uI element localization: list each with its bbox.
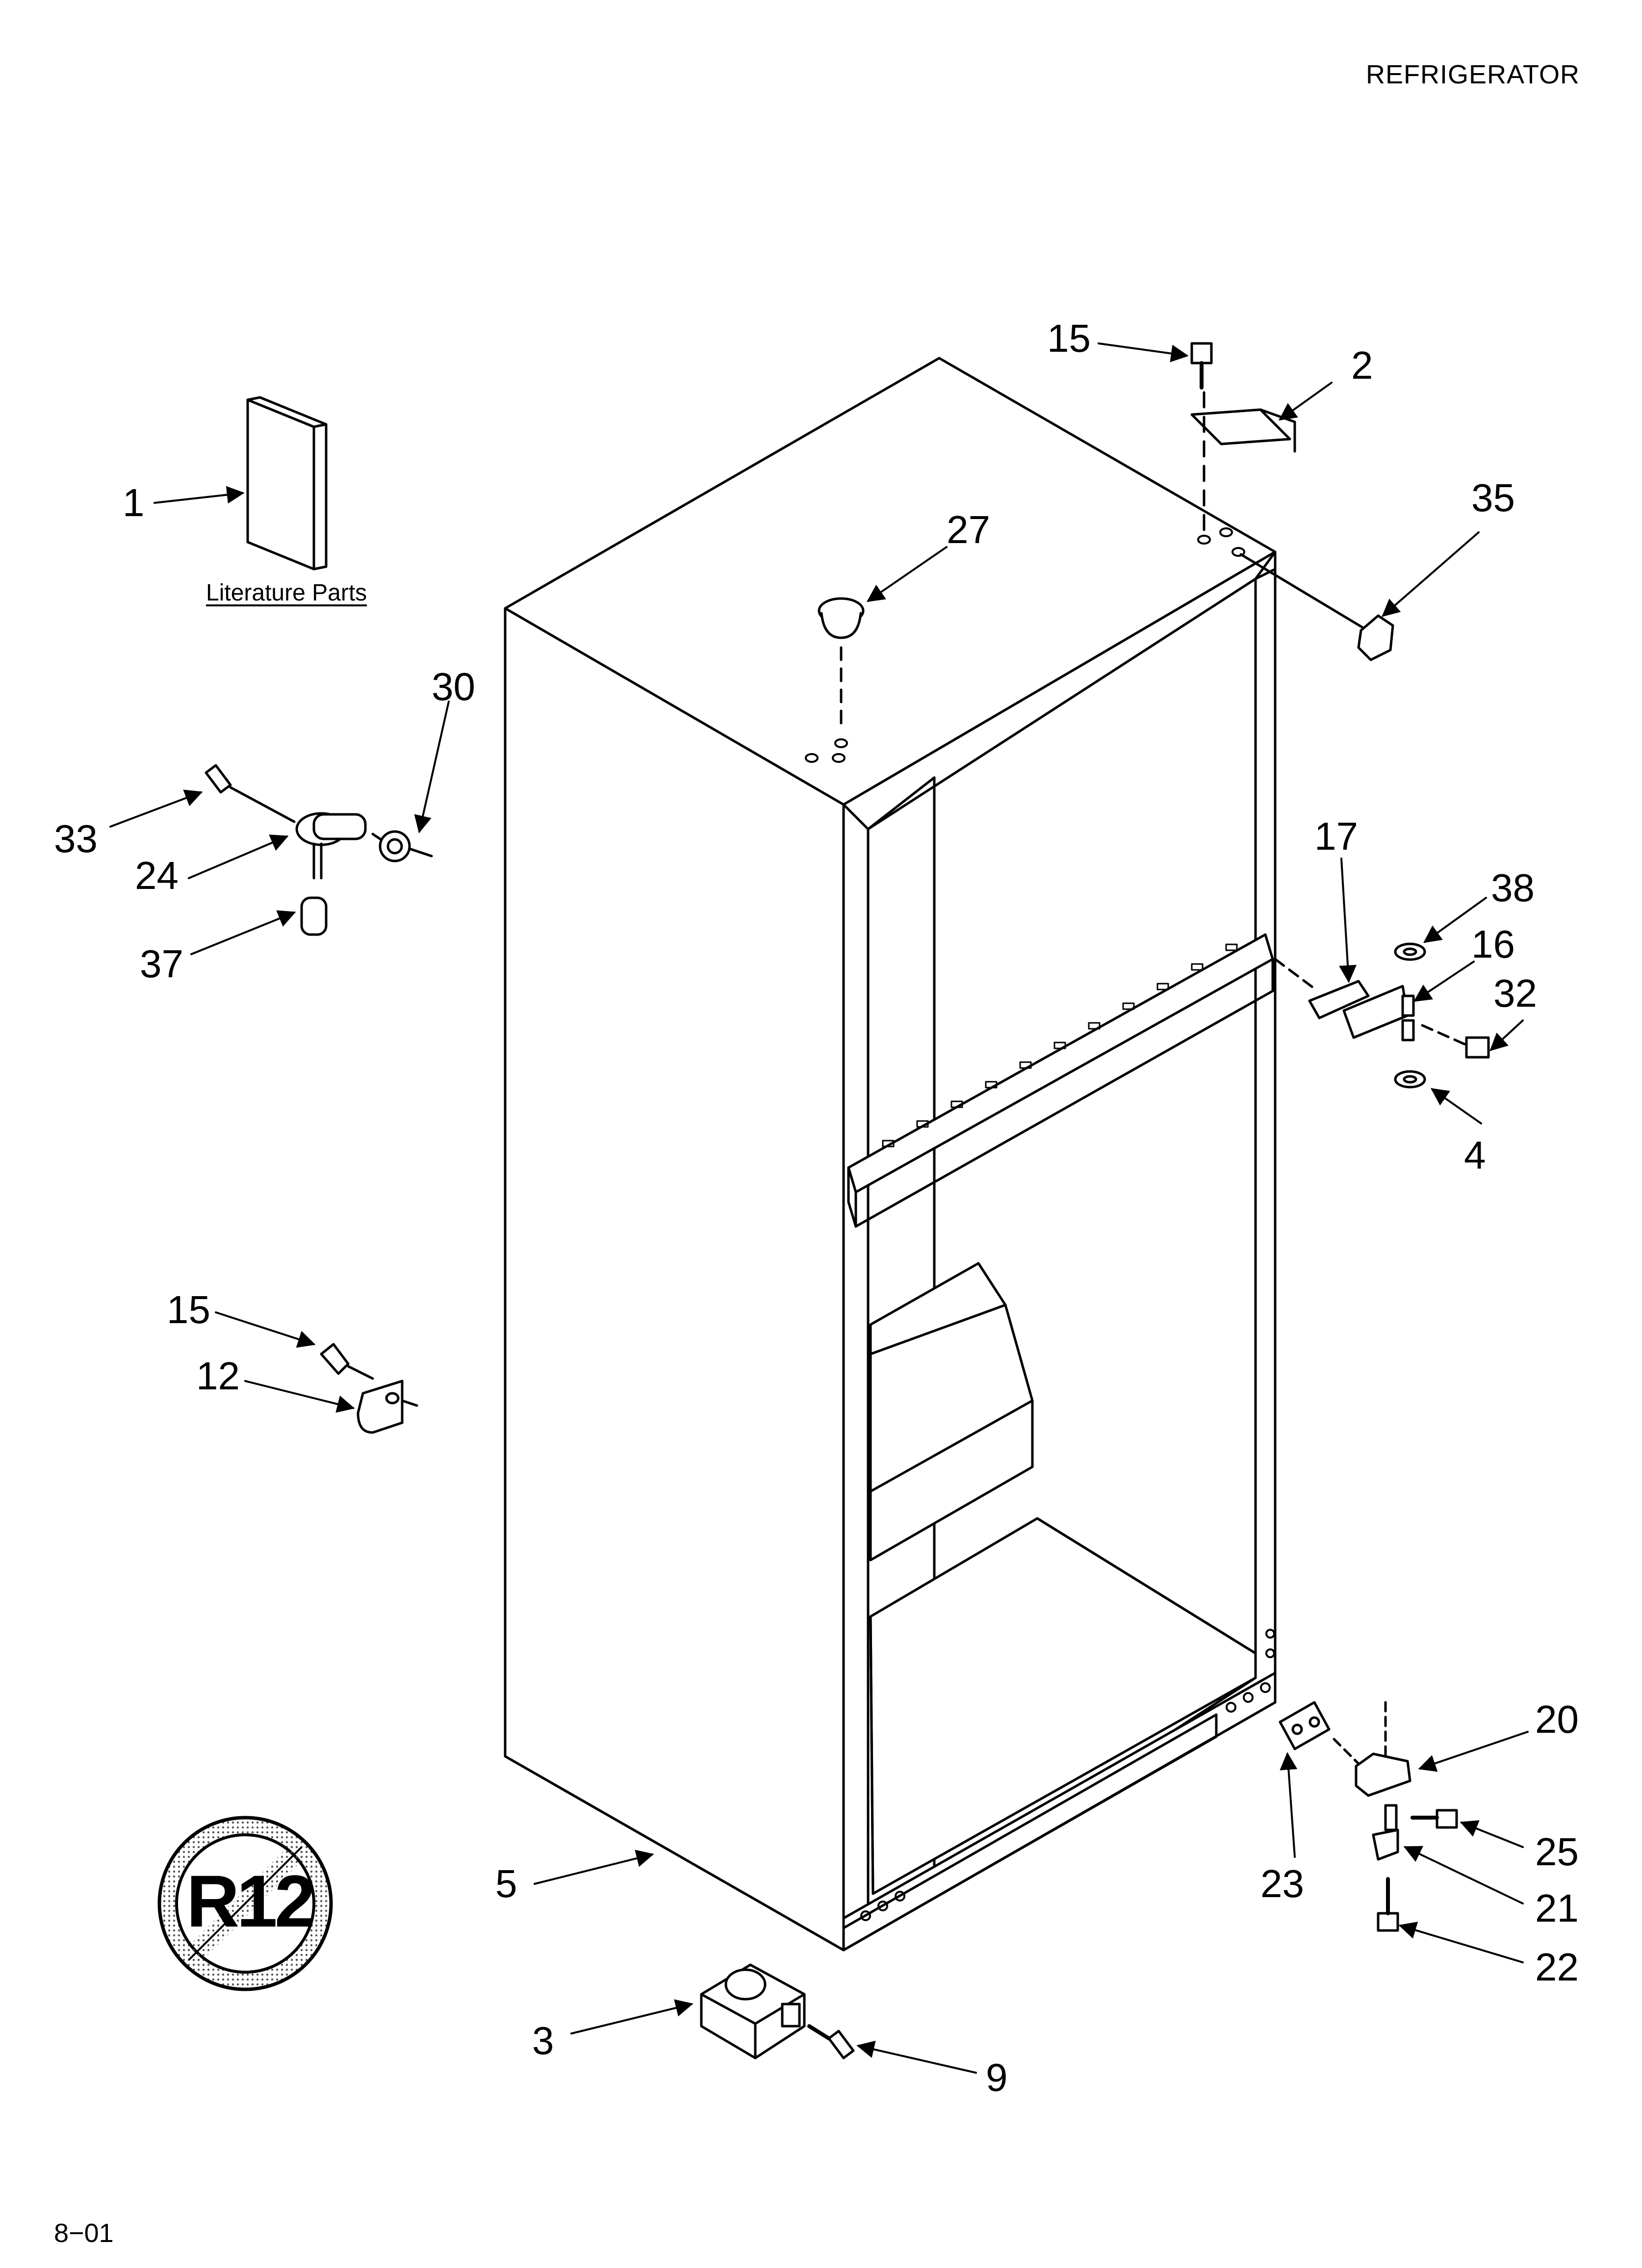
callout-15-lower: 15 bbox=[167, 1288, 210, 1331]
callout-30: 30 bbox=[432, 665, 475, 708]
left-hinge-parts bbox=[205, 764, 433, 936]
callout-15: 15 bbox=[1047, 316, 1091, 360]
left-lower-parts bbox=[320, 1343, 418, 1434]
top-holes bbox=[805, 527, 1275, 1921]
callout-38: 38 bbox=[1491, 866, 1535, 910]
callout-9: 9 bbox=[986, 2056, 1008, 2099]
callout-20: 20 bbox=[1535, 1697, 1579, 1741]
callout-12: 12 bbox=[196, 1354, 240, 1398]
callout-32: 32 bbox=[1493, 971, 1537, 1015]
literature-book-icon bbox=[246, 396, 328, 571]
literature-parts-label: Literature Parts bbox=[206, 580, 367, 606]
callout-25: 25 bbox=[1535, 1830, 1579, 1874]
leader-arrows bbox=[109, 342, 1529, 2074]
no-r12-icon bbox=[157, 1816, 333, 1991]
callout-4: 4 bbox=[1464, 1133, 1486, 1177]
callout-1: 1 bbox=[123, 481, 145, 524]
callout-21: 21 bbox=[1535, 1886, 1579, 1930]
center-hinge-parts bbox=[1274, 942, 1490, 1089]
bottom-right-parts bbox=[1279, 1701, 1458, 1932]
callout-23: 23 bbox=[1260, 1862, 1304, 1905]
callout-3: 3 bbox=[532, 2019, 554, 2062]
page-title: REFRIGERATOR bbox=[1366, 60, 1580, 89]
callout-35: 35 bbox=[1471, 476, 1515, 520]
callout-5: 5 bbox=[495, 1862, 517, 1905]
callout-24: 24 bbox=[135, 854, 179, 897]
callout-16: 16 bbox=[1471, 922, 1515, 966]
callout-17: 17 bbox=[1314, 814, 1358, 858]
footer-code: 8−01 bbox=[54, 2218, 114, 2248]
roller-assembly bbox=[700, 1963, 855, 2059]
cabinet-shell bbox=[504, 357, 1277, 1952]
r12-badge-text: R12 bbox=[186, 1860, 315, 1942]
callout-27: 27 bbox=[947, 508, 990, 551]
rail-slots bbox=[882, 943, 1238, 1147]
callout-22: 22 bbox=[1535, 1945, 1579, 1989]
plug-icon bbox=[818, 597, 865, 732]
callout-37: 37 bbox=[140, 942, 183, 986]
callout-33: 33 bbox=[54, 817, 98, 860]
callout-2: 2 bbox=[1351, 343, 1373, 387]
top-hinge-parts bbox=[1190, 342, 1394, 661]
